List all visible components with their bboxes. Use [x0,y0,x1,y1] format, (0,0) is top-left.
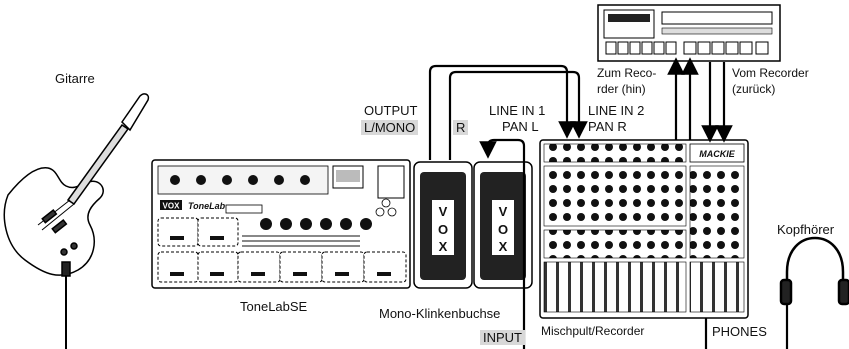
label-from-recorder-2: (zurück) [732,82,775,96]
label-headphones: Kopfhörer [777,222,834,237]
svg-text:X: X [499,239,508,254]
svg-text:V: V [439,204,448,219]
label-from-recorder-1: Vom Recorder [732,66,809,80]
label-line-in-2: LINE IN 2 [588,103,644,118]
label-mixer: Mischpult/Recorder [541,324,644,338]
expression-pedal-left: V O X [414,162,472,288]
label-input: INPUT [480,330,525,345]
label-tonelab: ToneLabSE [240,299,307,314]
svg-text:V: V [499,204,508,219]
tonelab-model: ToneLab [188,201,226,211]
label-pan-l: PAN L [502,119,539,134]
label-output-l-mono: L/MONO [361,120,418,135]
tonelab-brand: VOX [163,202,181,211]
mixer-brand: MACKIE [699,149,735,159]
label-to-recorder-1: Zum Reco- [597,66,656,80]
svg-text:O: O [498,222,508,237]
recorder-device [598,5,780,61]
label-line-in-1: LINE IN 1 [489,103,545,118]
label-output: OUTPUT [364,103,417,118]
mixer-device: MACKIE [540,140,748,318]
tonelab-device: VOX ToneLab [152,160,410,288]
label-pan-r: PAN R [588,119,627,134]
label-phones: PHONES [712,324,767,339]
label-to-recorder-2: rder (hin) [597,82,646,96]
guitar-illustration [4,94,148,276]
label-mono-jack: Mono-Klinkenbuchse [379,306,500,321]
label-guitar: Gitarre [55,71,95,86]
svg-text:O: O [438,222,448,237]
svg-text:X: X [439,239,448,254]
headphones-illustration [781,238,849,304]
label-output-r: R [453,120,468,135]
